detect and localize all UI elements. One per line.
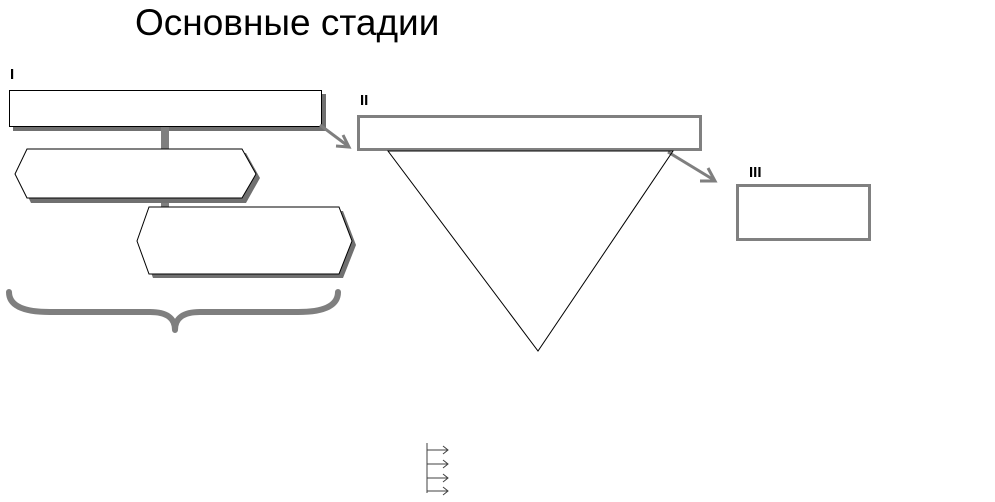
stage-1-label: I xyxy=(10,66,15,83)
arrow-stage-2-to-3 xyxy=(667,150,718,183)
sub-step-hexagon-2 xyxy=(136,206,356,278)
page-title: Основные стадии xyxy=(135,2,440,43)
stage-1-connector-upper xyxy=(161,127,169,149)
stage-1-box xyxy=(9,90,322,127)
stage-3-box xyxy=(736,184,871,241)
stage-2-box xyxy=(357,115,702,151)
arrow-stage-1-to-2 xyxy=(319,123,352,149)
grouping-brace xyxy=(6,289,341,333)
funnel-triangle xyxy=(387,150,674,352)
stage-2-label: II xyxy=(360,92,369,109)
small-arrows-icon xyxy=(426,443,449,496)
stage-3-label: III xyxy=(749,164,762,181)
sub-step-hexagon-1 xyxy=(14,148,260,203)
stage-1-connector-lower xyxy=(161,198,169,210)
